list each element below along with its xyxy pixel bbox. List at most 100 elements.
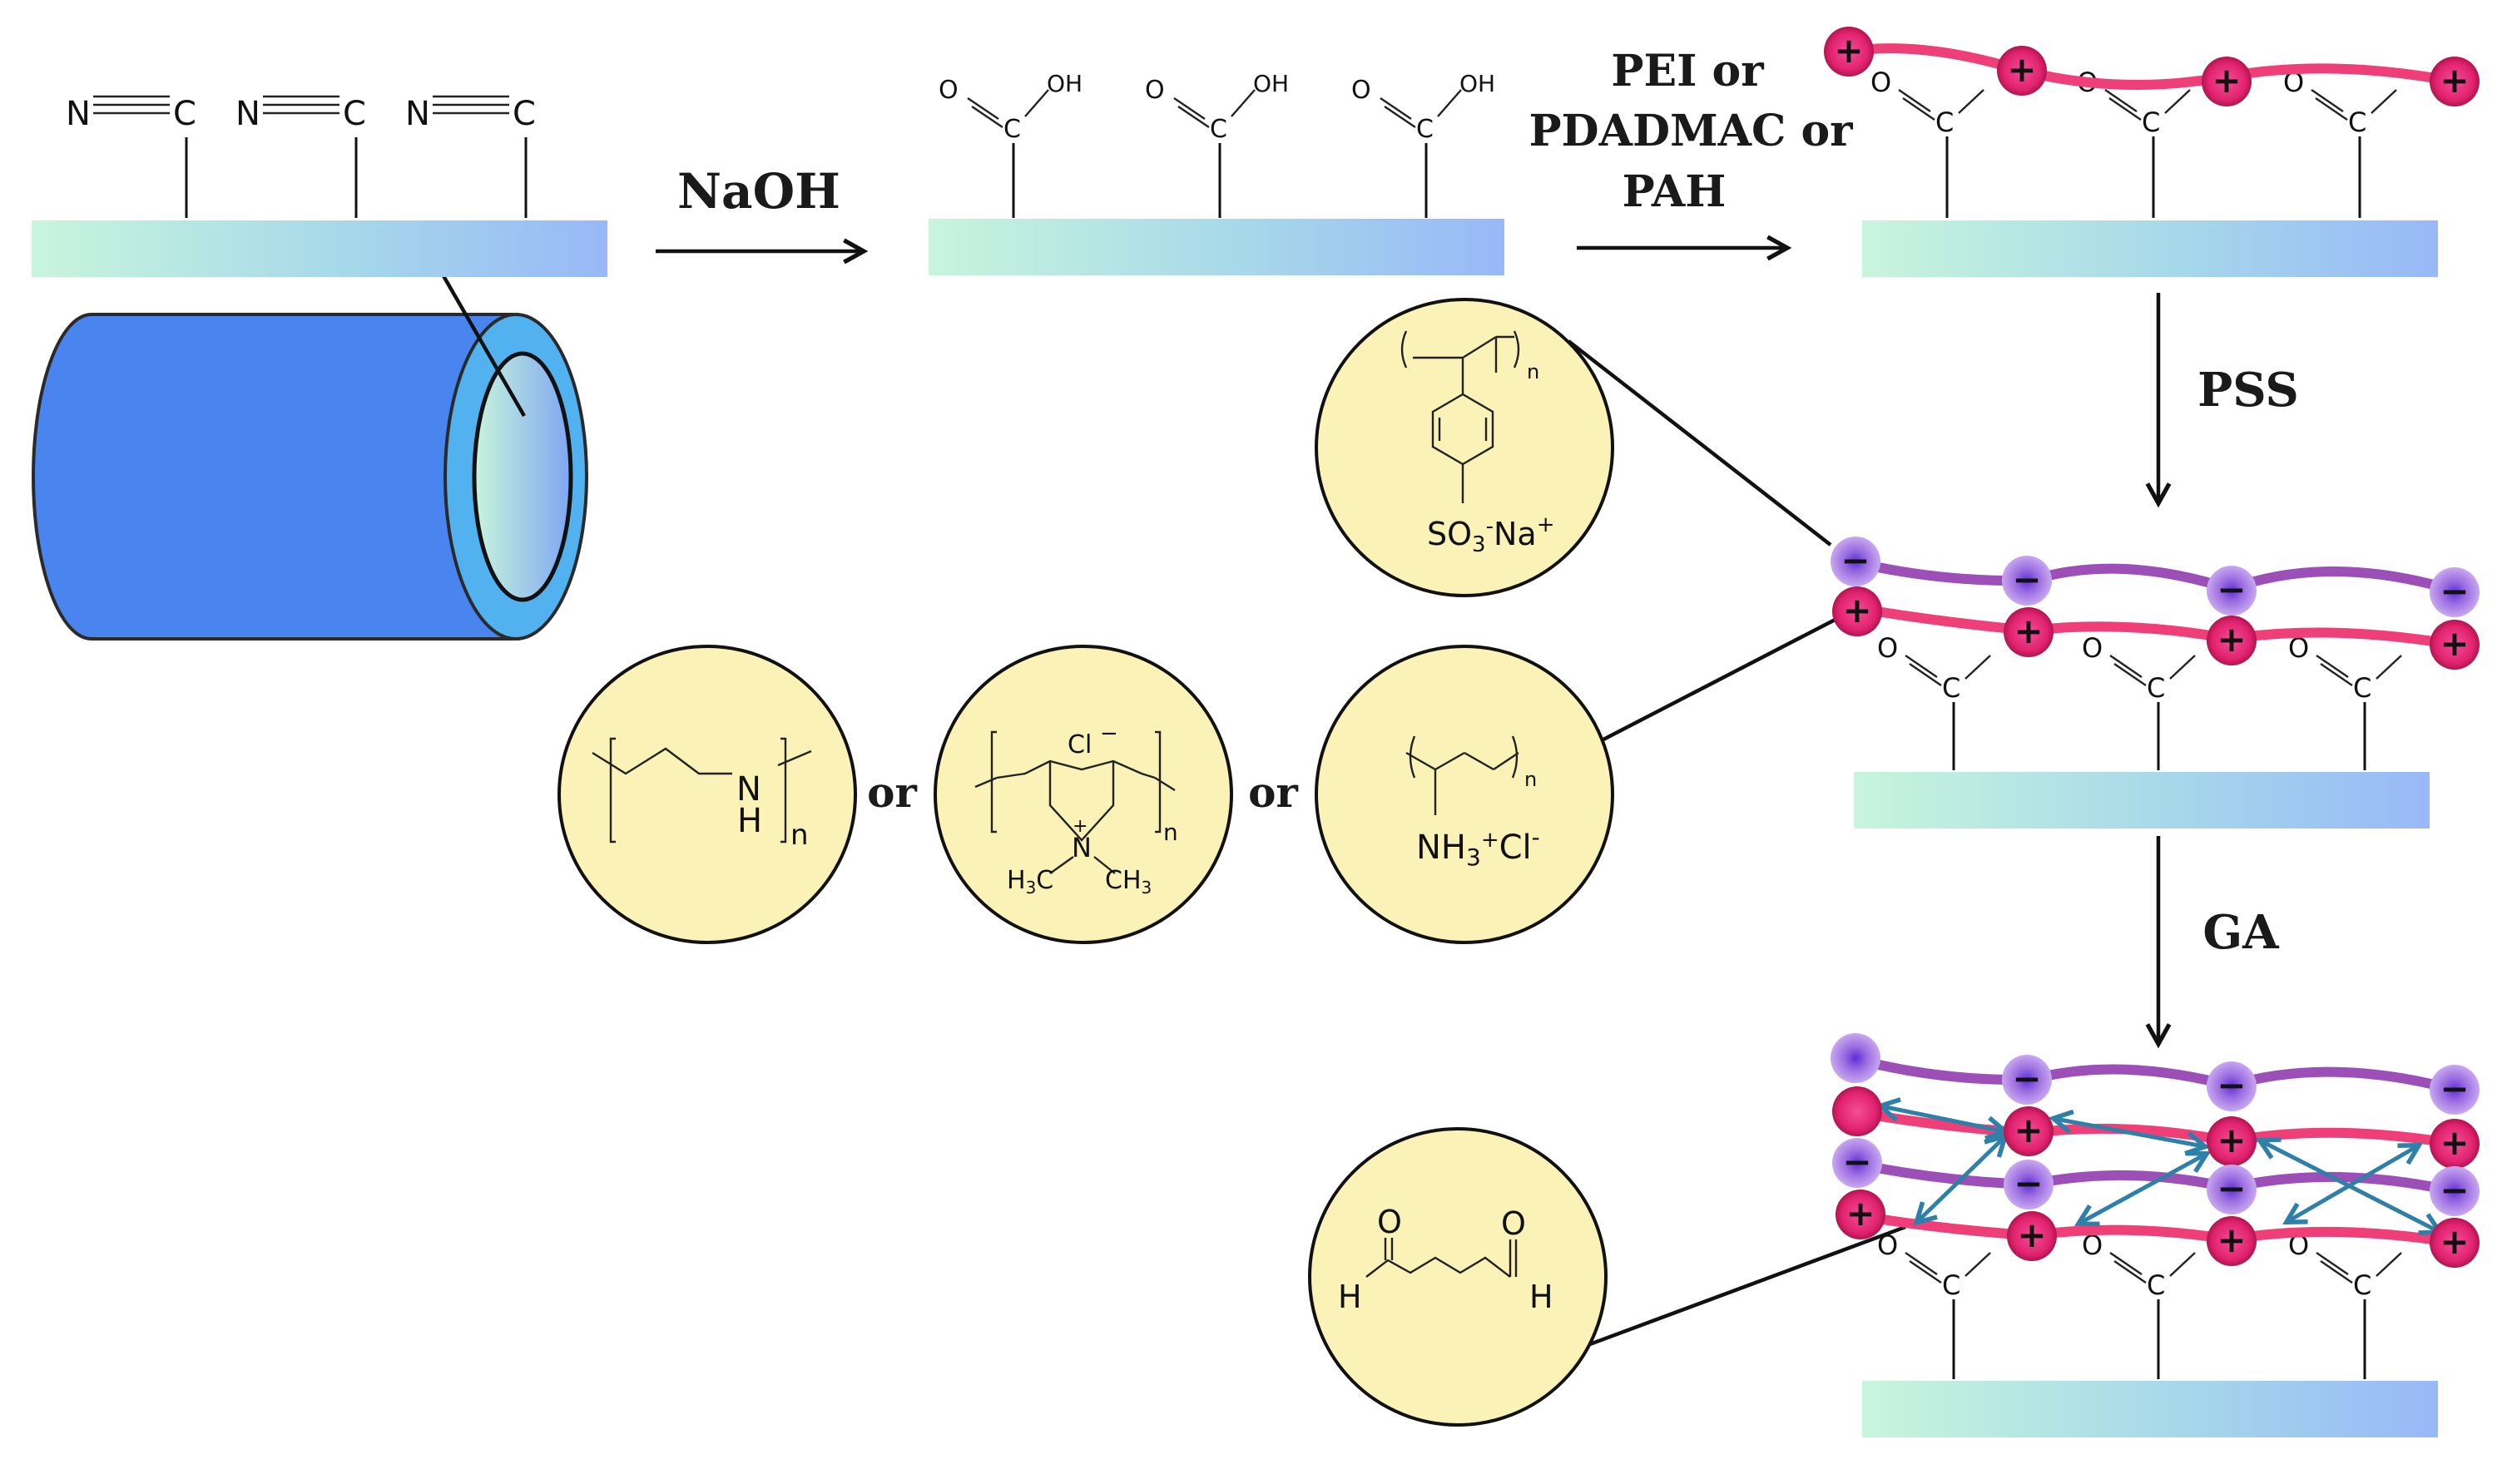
- svg-text:Cl: Cl: [1068, 730, 1092, 759]
- svg-text:C: C: [513, 95, 536, 133]
- svg-text:n: n: [1524, 768, 1537, 791]
- svg-text:N: N: [66, 95, 91, 133]
- pdadmac-structure-circle: Cl − + N H3C CH3 n: [934, 645, 1233, 944]
- svg-text:C: C: [2147, 1269, 2165, 1301]
- svg-text:H3C: H3C: [1007, 866, 1053, 898]
- carboxylate-group: CO: [2283, 67, 2397, 218]
- negative-charge-bead: [1831, 1033, 1880, 1083]
- positive-charge-bead: +: [2202, 57, 2252, 106]
- svg-text:O: O: [939, 76, 959, 105]
- positive-charge-bead: [1832, 1086, 1882, 1136]
- svg-text:N: N: [405, 95, 430, 133]
- carboxylate-group: CO: [2288, 1229, 2402, 1379]
- svg-text:C: C: [1935, 106, 1954, 138]
- label-pei: PEI or: [1611, 46, 1764, 96]
- positive-charge-bead: +: [2207, 1216, 2257, 1266]
- negative-charge-bead: −: [1831, 537, 1880, 586]
- label-naoh: NaOH: [677, 163, 840, 220]
- svg-text:O: O: [1870, 67, 1891, 98]
- negative-charge-bead: −: [2430, 1166, 2480, 1216]
- label-pss: PSS: [2197, 363, 2299, 418]
- svg-text:NH3+Cl-: NH3+Cl-: [1416, 824, 1540, 871]
- positive-charge-bead: +: [2430, 57, 2480, 106]
- svg-text:−: −: [2217, 1168, 2246, 1209]
- svg-text:−: −: [2440, 571, 2469, 611]
- positive-charge-bead: +: [2207, 1116, 2257, 1166]
- positive-charge-bead: +: [1997, 46, 2047, 96]
- svg-text:O: O: [1877, 632, 1898, 664]
- svg-text:+: +: [2440, 1221, 2469, 1262]
- label-ga: GA: [2202, 905, 2280, 960]
- negative-charge-bead: −: [2002, 556, 2052, 606]
- carboxylate-group: CO: [1877, 1229, 1991, 1379]
- svg-text:−: −: [2217, 569, 2246, 610]
- membrane-layer-polycation: [1862, 220, 2438, 277]
- svg-text:C: C: [2147, 672, 2165, 704]
- svg-text:+: +: [2014, 611, 2043, 651]
- negative-charge-bead: −: [2207, 1061, 2257, 1111]
- hollow-fiber-membrane: [32, 273, 588, 641]
- svg-text:SO3-Na+: SO3-Na+: [1427, 512, 1554, 557]
- connector-pah: [1600, 614, 1845, 742]
- positive-charge-bead: +: [2007, 1211, 2057, 1261]
- negative-charge-bead: −: [1832, 1138, 1882, 1188]
- svg-text:C: C: [1210, 115, 1227, 144]
- carboxylate-group: CO: [2082, 632, 2196, 770]
- svg-text:C: C: [2353, 1269, 2371, 1301]
- svg-text:C: C: [2353, 672, 2371, 704]
- svg-text:+: +: [1834, 30, 1863, 71]
- negative-charge-bead: −: [2430, 1065, 2480, 1115]
- svg-text:H: H: [1338, 1279, 1362, 1315]
- svg-text:+: +: [2440, 1122, 2469, 1163]
- svg-text:−: −: [2440, 1068, 2469, 1109]
- positive-charge-bead: +: [2430, 620, 2480, 670]
- carboxylate-group: CO: [2082, 1229, 2196, 1379]
- svg-text:C: C: [1416, 115, 1434, 144]
- carboxylate-group: CO: [1877, 632, 1991, 770]
- svg-text:−: −: [2217, 1065, 2246, 1106]
- svg-text:−: −: [1100, 721, 1118, 746]
- svg-text:C: C: [1003, 115, 1021, 144]
- or-separator-2: or: [1248, 768, 1298, 817]
- svg-text:+: +: [2217, 619, 2246, 660]
- positive-charge-bead: +: [1824, 27, 1874, 77]
- svg-text:OH: OH: [1047, 70, 1083, 97]
- svg-text:O: O: [1377, 1204, 1402, 1240]
- membrane-layer-pan: [32, 220, 607, 277]
- positive-charge-bead: +: [2004, 1106, 2054, 1156]
- membrane-layer-hydrolyzed: [929, 219, 1504, 275]
- svg-text:OH: OH: [1459, 70, 1495, 97]
- carboxylate-group: CO: [2288, 632, 2402, 770]
- svg-text:C: C: [2142, 106, 2160, 138]
- svg-text:+: +: [2007, 49, 2036, 90]
- negative-charge-bead: −: [2004, 1160, 2054, 1209]
- crosslinked-multilayer: [1846, 1053, 2460, 1248]
- positive-charge-bead: +: [1836, 1190, 1885, 1239]
- svg-text:CH3: CH3: [1105, 866, 1152, 898]
- positive-charge-bead: +: [2430, 1119, 2480, 1169]
- svg-text:OH: OH: [1253, 70, 1289, 97]
- pss-structure-circle: n SO3-Na+: [1315, 298, 1614, 597]
- svg-text:C: C: [173, 95, 196, 133]
- svg-text:C: C: [2348, 106, 2366, 138]
- pss-bilayer: [1846, 556, 2460, 650]
- svg-text:−: −: [2012, 1058, 2041, 1099]
- positive-charge-bead: +: [2207, 616, 2257, 665]
- svg-text:+: +: [2212, 60, 2241, 101]
- membrane-layer-pss: [1854, 772, 2430, 829]
- label-pdadmac: PDADMAC or: [1529, 106, 1853, 156]
- positive-charge-bead: +: [1832, 586, 1882, 636]
- svg-text:C: C: [1942, 672, 1960, 704]
- negative-charge-bead: −: [2430, 567, 2480, 617]
- svg-text:O: O: [1351, 76, 1371, 105]
- svg-text:−: −: [2012, 559, 2041, 600]
- svg-text:C: C: [343, 95, 366, 133]
- svg-text:N: N: [235, 95, 260, 133]
- svg-text:+: +: [2017, 1214, 2046, 1255]
- carboxylic-acid-group: C O OH: [939, 70, 1083, 218]
- glutaraldehyde-crosslinks: [1882, 1106, 2438, 1231]
